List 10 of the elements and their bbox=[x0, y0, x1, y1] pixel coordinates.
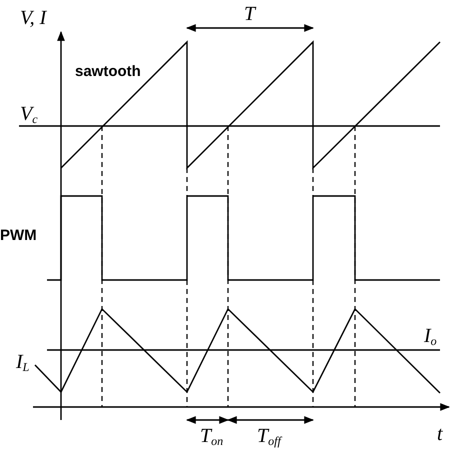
axis-label: V, I bbox=[20, 8, 46, 28]
duration-label: T$_{off}$ bbox=[257, 426, 281, 446]
signal-label: PWM bbox=[0, 228, 37, 243]
period-label: T bbox=[244, 4, 256, 24]
signal-label: I$_{o}$ bbox=[424, 326, 437, 346]
signal-label: sawtooth bbox=[75, 64, 141, 79]
axis-label: t bbox=[437, 424, 443, 444]
duration-label: T$_{on}$ bbox=[200, 426, 224, 446]
signal-label: I$_{L}$ bbox=[16, 352, 30, 372]
signal-label: V$_{c}$ bbox=[20, 104, 38, 124]
